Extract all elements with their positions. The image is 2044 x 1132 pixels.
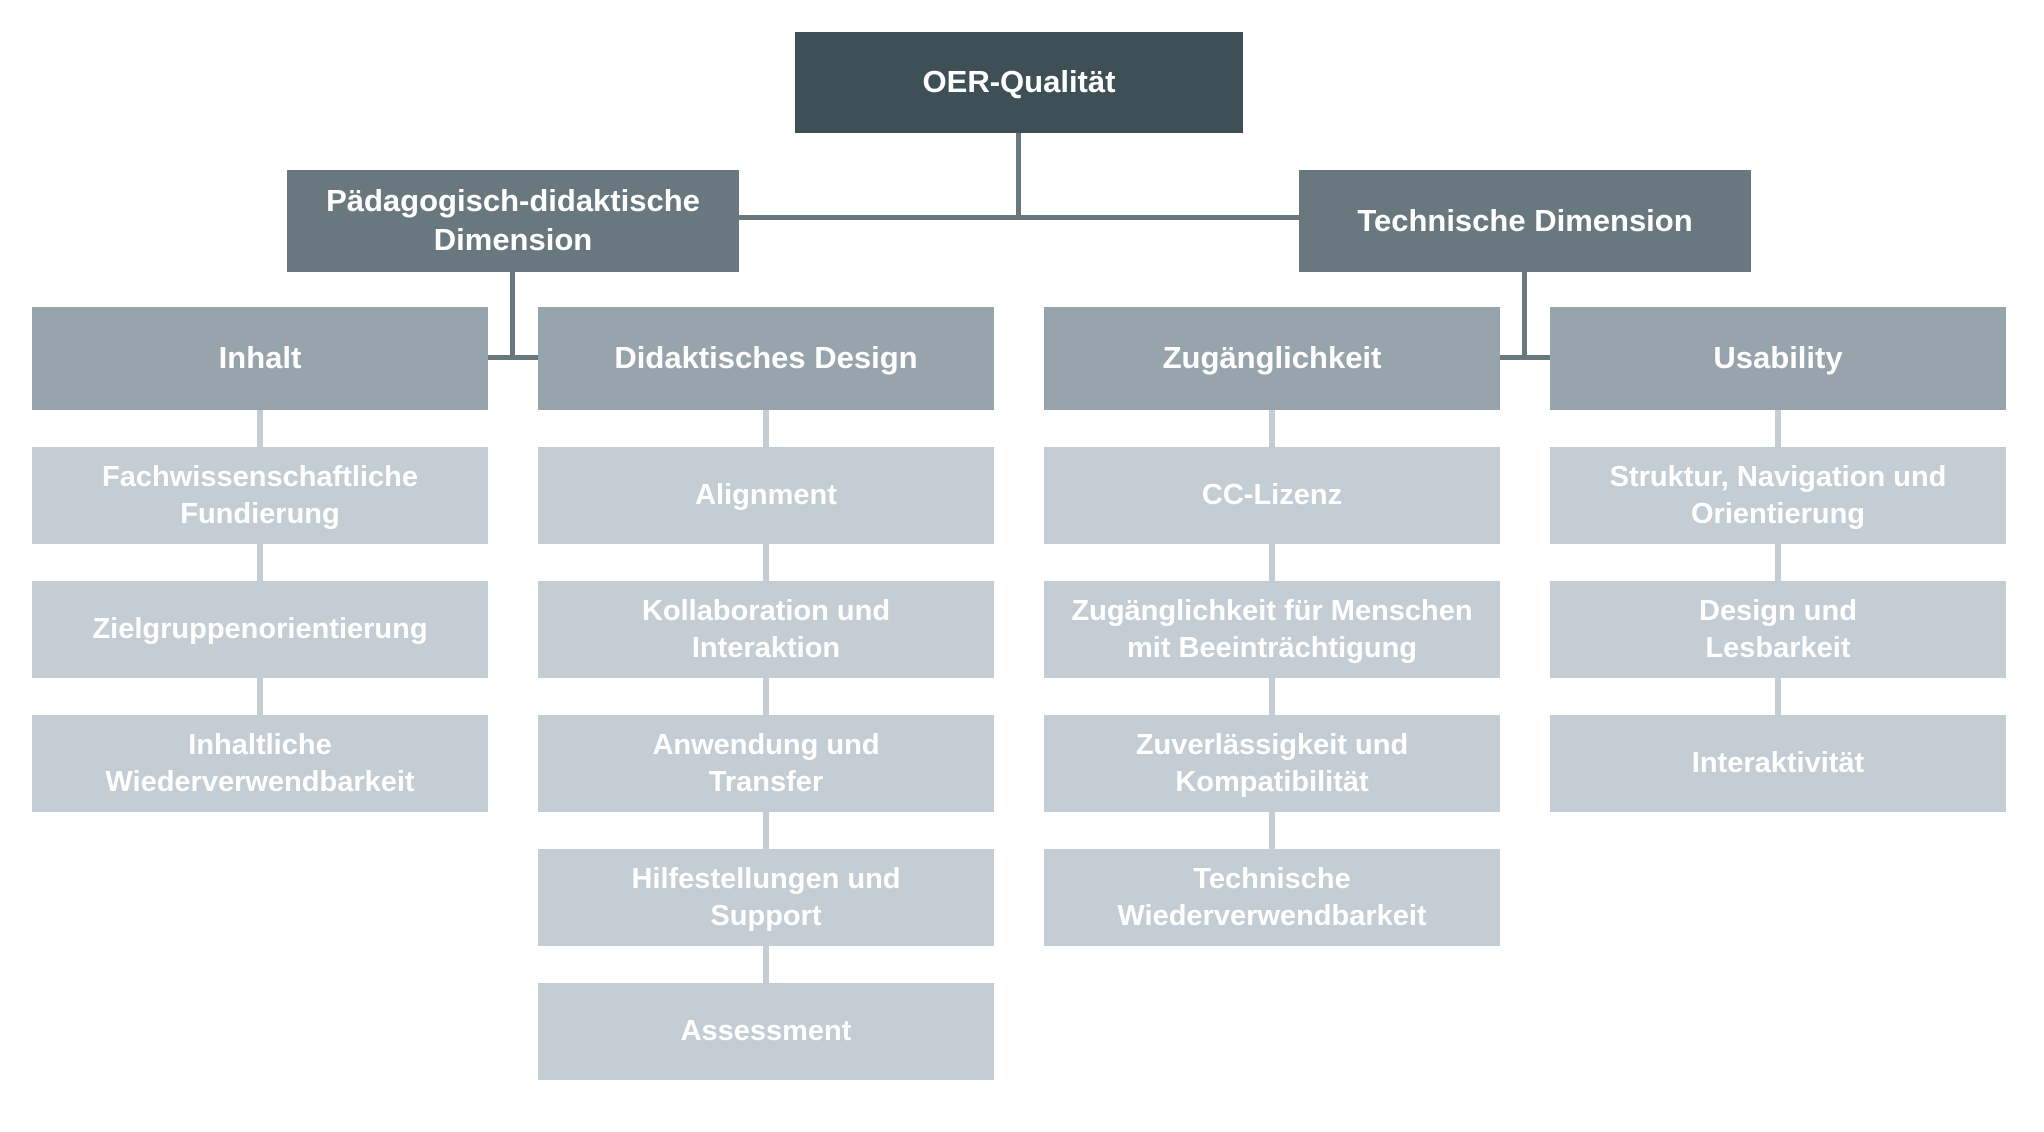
node-category-usability: Usability — [1550, 307, 2006, 410]
connector-zugaenglichkeit-1 — [1269, 410, 1275, 447]
node-criterion-kollaboration-und-interaktion: Kollaboration und Interaktion — [538, 581, 994, 678]
connector-usability-3 — [1775, 678, 1781, 715]
node-criterion-hilfestellungen-und-support: Hilfestellungen und Support — [538, 849, 994, 946]
node-criterion-zielgruppenorientierung: Zielgruppenorientierung — [32, 581, 488, 678]
node-criterion-inhaltliche-wiederverwendbarkeit: Inhaltliche Wiederverwendbarkeit — [32, 715, 488, 812]
connector-zugaenglichkeit-2 — [1269, 544, 1275, 581]
node-criterion-technische-wiederverwendbarkeit: Technische Wiederverwendbarkeit — [1044, 849, 1500, 946]
connector-didaktik-3 — [763, 678, 769, 715]
connector-root-vertical — [1016, 133, 1021, 218]
connector-inhalt-2 — [257, 544, 263, 581]
connector-didaktik-4 — [763, 812, 769, 849]
node-criterion-fachwissenschaftliche-fundierung: Fachwissenschaftliche Fundierung — [32, 447, 488, 544]
connector-didaktik-1 — [763, 410, 769, 447]
connector-root-horizontal — [739, 215, 1299, 220]
connector-didaktik-5 — [763, 946, 769, 983]
connector-inhalt-3 — [257, 678, 263, 715]
node-criterion-zuverlaessigkeit-und-kompatibilitaet: Zuverlässigkeit und Kompatibilität — [1044, 715, 1500, 812]
node-criterion-interaktivitaet: Interaktivität — [1550, 715, 2006, 812]
connector-usability-2 — [1775, 544, 1781, 581]
connector-didaktik-2 — [763, 544, 769, 581]
node-criterion-cc-lizenz: CC-Lizenz — [1044, 447, 1500, 544]
connector-technisch-vertical — [1522, 272, 1527, 360]
node-category-didaktisches-design: Didaktisches Design — [538, 307, 994, 410]
node-criterion-assessment: Assessment — [538, 983, 994, 1080]
node-dimension-technisch: Technische Dimension — [1299, 170, 1751, 272]
connector-zugaenglichkeit-4 — [1269, 812, 1275, 849]
node-criterion-design-und-lesbarkeit: Design und Lesbarkeit — [1550, 581, 2006, 678]
connector-paedagogisch-vertical — [510, 272, 515, 360]
node-category-zugaenglichkeit: Zugänglichkeit — [1044, 307, 1500, 410]
node-criterion-alignment: Alignment — [538, 447, 994, 544]
connector-technisch-tbar — [1500, 355, 1550, 360]
connector-zugaenglichkeit-3 — [1269, 678, 1275, 715]
node-criterion-struktur-navigation-orientierung: Struktur, Navigation und Orientierung — [1550, 447, 2006, 544]
connector-paedagogisch-tbar — [488, 355, 538, 360]
node-dimension-paedagogisch-didaktisch: Pädagogisch-didaktische Dimension — [287, 170, 739, 272]
node-oer-qualitaet: OER-Qualität — [795, 32, 1243, 133]
node-category-inhalt: Inhalt — [32, 307, 488, 410]
node-criterion-anwendung-und-transfer: Anwendung und Transfer — [538, 715, 994, 812]
connector-usability-1 — [1775, 410, 1781, 447]
connector-inhalt-1 — [257, 410, 263, 447]
node-criterion-zugaenglichkeit-fuer-menschen: Zugänglichkeit für Menschen mit Beeinträ… — [1044, 581, 1500, 678]
